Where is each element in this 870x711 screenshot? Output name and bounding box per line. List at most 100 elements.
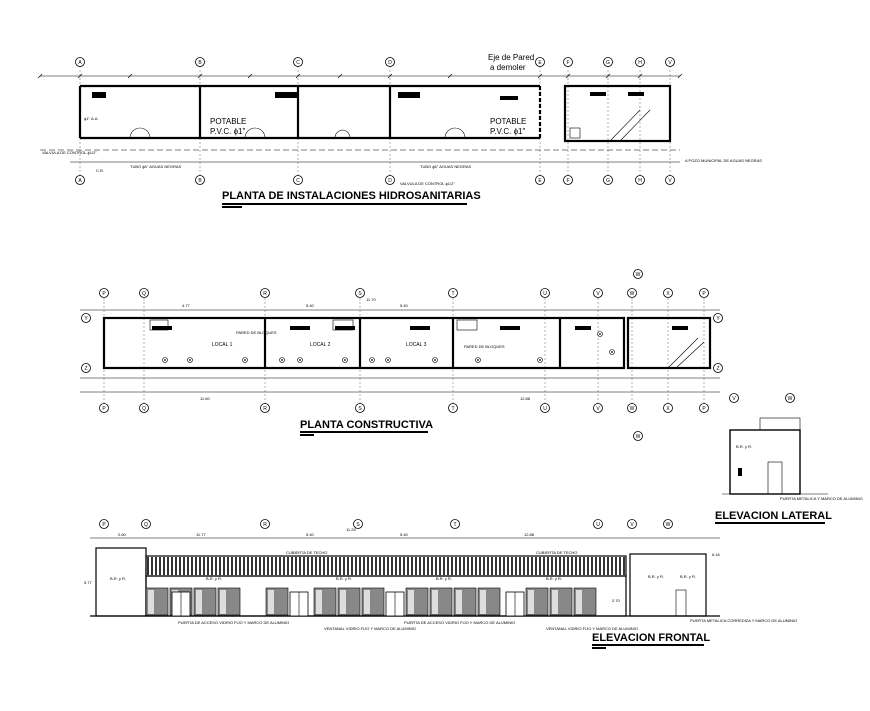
axis-bubble-top: W — [785, 393, 795, 403]
hydro-note-4: C.R. — [96, 168, 104, 173]
axis-bubble-top: U — [540, 288, 550, 298]
svg-text:C: C — [296, 60, 300, 66]
axis-bubble-bottom: S — [355, 403, 365, 413]
roof-note-1: CUBIERTA DE TECHO — [286, 550, 327, 555]
svg-text:P: P — [102, 406, 106, 412]
hydro-note-2: VALVULA DE CONTROL ϕ1/2" — [42, 150, 97, 155]
svg-text:G: G — [606, 60, 610, 66]
svg-text:R: R — [263, 291, 267, 297]
svg-text:T: T — [453, 522, 456, 528]
svg-text:Q: Q — [142, 291, 146, 297]
axis-bubble-bottom: D — [385, 175, 395, 185]
svg-text:H: H — [638, 178, 642, 184]
axis-bubble-top: W — [627, 288, 637, 298]
pvc-label-2: P.V.C. ϕ1" — [490, 127, 526, 136]
svg-text:V: V — [596, 406, 600, 412]
axis-bubble-top: T — [448, 288, 458, 298]
brp-3: B.R. y R. — [336, 576, 352, 581]
svg-text:W: W — [788, 396, 793, 402]
svg-text:Z: Z — [84, 366, 87, 372]
axis-bubble-bottom: Q — [139, 403, 149, 413]
svg-text:H: H — [638, 60, 642, 66]
hydro-note-1: ϕ1" A.A. — [84, 116, 99, 121]
roof-note-2: CUBIERTA DE TECHO — [536, 550, 577, 555]
svg-text:Y: Y — [716, 316, 720, 322]
axis-bubble-bottom: W — [633, 431, 643, 441]
wall-note-1: Eje de Pared — [488, 53, 534, 62]
brp-2: B.R. y R. — [206, 576, 222, 581]
axis-bubble-top: S — [355, 288, 365, 298]
lateral-elevation: B.R. y R. PUERTA METALICA Y MARCO DE ALU… — [715, 393, 863, 524]
front-dim-6: 11.25 — [346, 527, 356, 532]
brp-4: B.R. y R. — [436, 576, 452, 581]
svg-text:Z: Z — [716, 366, 719, 372]
svg-text:W: W — [630, 406, 635, 412]
front-note-3: PUERTA DE ACCESO VIDRIO FIJO Y MARCO DE … — [404, 620, 515, 625]
axis-bubble-top: V — [627, 519, 637, 529]
svg-text:D: D — [388, 178, 392, 184]
svg-text:R: R — [263, 406, 267, 412]
front-dim-7: 6.16 — [712, 552, 721, 557]
svg-text:W: W — [666, 522, 671, 528]
front-dim-5: 12.88 — [524, 532, 535, 537]
front-elevation-title: ELEVACION FRONTAL — [592, 632, 710, 644]
dim-bottom-1: 11.60 — [200, 396, 210, 401]
svg-text:R: R — [263, 522, 267, 528]
svg-text:D: D — [388, 60, 392, 66]
axis-bubble-top: P — [99, 288, 109, 298]
axis-bubble-bottom: P — [99, 403, 109, 413]
svg-text:V: V — [732, 396, 736, 402]
svg-text:V: V — [668, 178, 672, 184]
svg-text:B: B — [198, 60, 202, 66]
dim-top-3: 5.40 — [400, 303, 409, 308]
front-elevation: CUBIERTA DE TECHO CUBIERTA DE TECHO B.R.… — [84, 519, 797, 649]
svg-text:T: T — [451, 406, 454, 412]
axis-bubble-bottom: F — [563, 175, 573, 185]
front-dim-1: 2.60 — [118, 532, 127, 537]
axis-bubble-top: H — [635, 57, 645, 67]
svg-text:P: P — [702, 406, 706, 412]
front-note-4: VENTANAL VIDRIO FIJO Y MARCO DE ALUMINIO — [546, 626, 638, 631]
axis-bubble-top: V — [665, 57, 675, 67]
svg-text:X: X — [666, 406, 670, 412]
lateral-label: B.R. y R. — [736, 444, 752, 449]
local-1-label: LOCAL 1 — [212, 342, 233, 348]
svg-text:A: A — [78, 178, 82, 184]
lateral-elevation-title: ELEVACION LATERAL — [715, 510, 832, 522]
svg-text:U: U — [543, 406, 547, 412]
front-dim-4: 5.40 — [400, 532, 409, 537]
svg-text:U: U — [543, 291, 547, 297]
axis-bubble-bottom: T — [448, 403, 458, 413]
front-dim-2: 11.77 — [196, 532, 206, 537]
dim-bottom-2: 12.88 — [520, 396, 531, 401]
svg-text:A: A — [78, 60, 82, 66]
svg-text:G: G — [606, 178, 610, 184]
axis-bubble-top: P — [699, 288, 709, 298]
axis-bubble-bottom: W — [627, 403, 637, 413]
svg-text:Q: Q — [142, 406, 146, 412]
axis-bubble-bottom: H — [635, 175, 645, 185]
hydro-note-6: VALVULA DE CONTROL ϕ1/2" — [400, 181, 455, 186]
dim-top-4: 11.70 — [366, 297, 376, 302]
brp-7: B.R. y R. — [680, 574, 696, 579]
axis-bubble-top: G — [603, 57, 613, 67]
axis-bubble-top: P — [99, 519, 109, 529]
axis-bubble-bottom: R — [260, 403, 270, 413]
brp-5: B.R. y R. — [546, 576, 562, 581]
local-3-label: LOCAL 3 — [406, 342, 427, 348]
svg-text:P: P — [102, 522, 106, 528]
hydro-plan-title: PLANTA DE INSTALACIONES HIDROSANITARIAS — [222, 190, 481, 202]
svg-text:S: S — [358, 291, 362, 297]
axis-bubble-bottom: B — [195, 175, 205, 185]
axis-bubble-bottom: V — [593, 403, 603, 413]
axis-bubble-top: C — [293, 57, 303, 67]
svg-text:P: P — [702, 291, 706, 297]
wall-note-a: PARED DE BLOQUES — [236, 330, 277, 335]
brp-6: B.R. y R. — [648, 574, 664, 579]
construct-plan: LOCAL 1 LOCAL 2 LOCAL 3 PARED DE BLOQUES… — [80, 269, 723, 441]
axis-bubble-top: X — [663, 288, 673, 298]
front-dim-9: 2.70 — [612, 598, 621, 603]
potable-label-2: POTABLE — [490, 117, 526, 126]
svg-text:W: W — [636, 434, 641, 440]
svg-text:B: B — [198, 178, 202, 184]
